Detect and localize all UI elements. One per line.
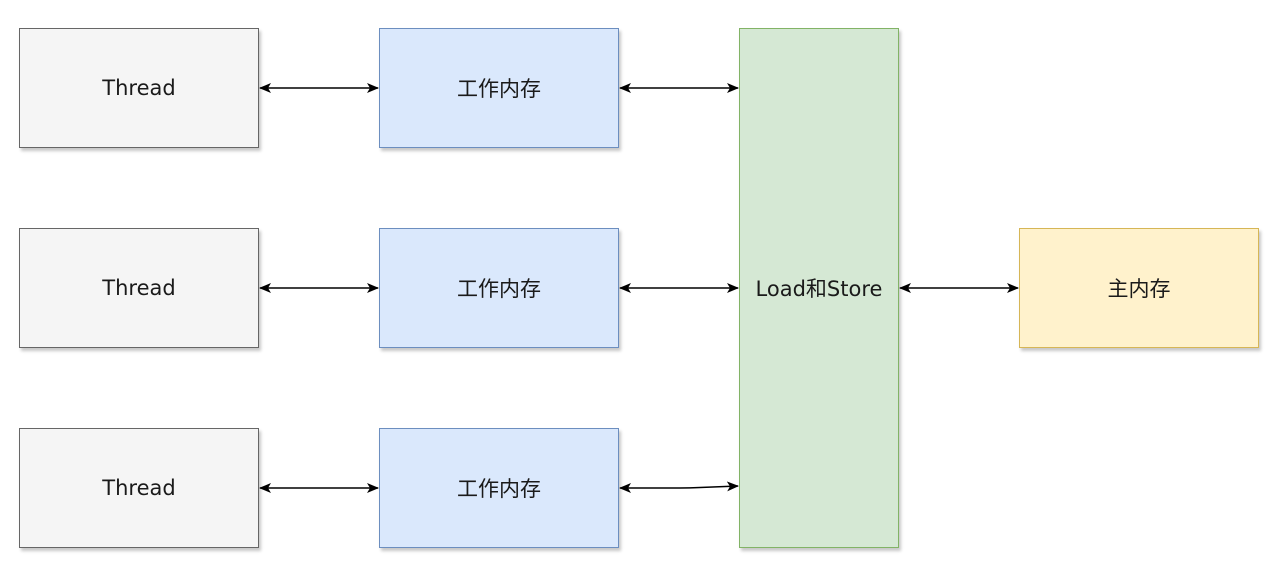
- work-memory-label: 工作内存: [457, 277, 541, 301]
- main-memory-node: 主内存: [1019, 228, 1259, 348]
- thread-label: Thread: [102, 76, 176, 100]
- main-memory-label: 主内存: [1107, 277, 1171, 301]
- work-memory-label: 工作内存: [457, 77, 541, 101]
- load-store-node: Load和Store: [739, 28, 899, 548]
- thread-node: Thread: [19, 228, 259, 348]
- work-memory-node: 工作内存: [379, 28, 619, 148]
- thread-node: Thread: [19, 28, 259, 148]
- edge-work-memory-3-load-store: [619, 481, 739, 493]
- work-memory-node: 工作内存: [379, 428, 619, 548]
- load-store-label: Load和Store: [755, 277, 883, 301]
- work-memory-node: 工作内存: [379, 228, 619, 348]
- work-memory-label: 工作内存: [457, 477, 541, 501]
- thread-label: Thread: [102, 276, 176, 300]
- thread-node: Thread: [19, 428, 259, 548]
- thread-label: Thread: [102, 476, 176, 500]
